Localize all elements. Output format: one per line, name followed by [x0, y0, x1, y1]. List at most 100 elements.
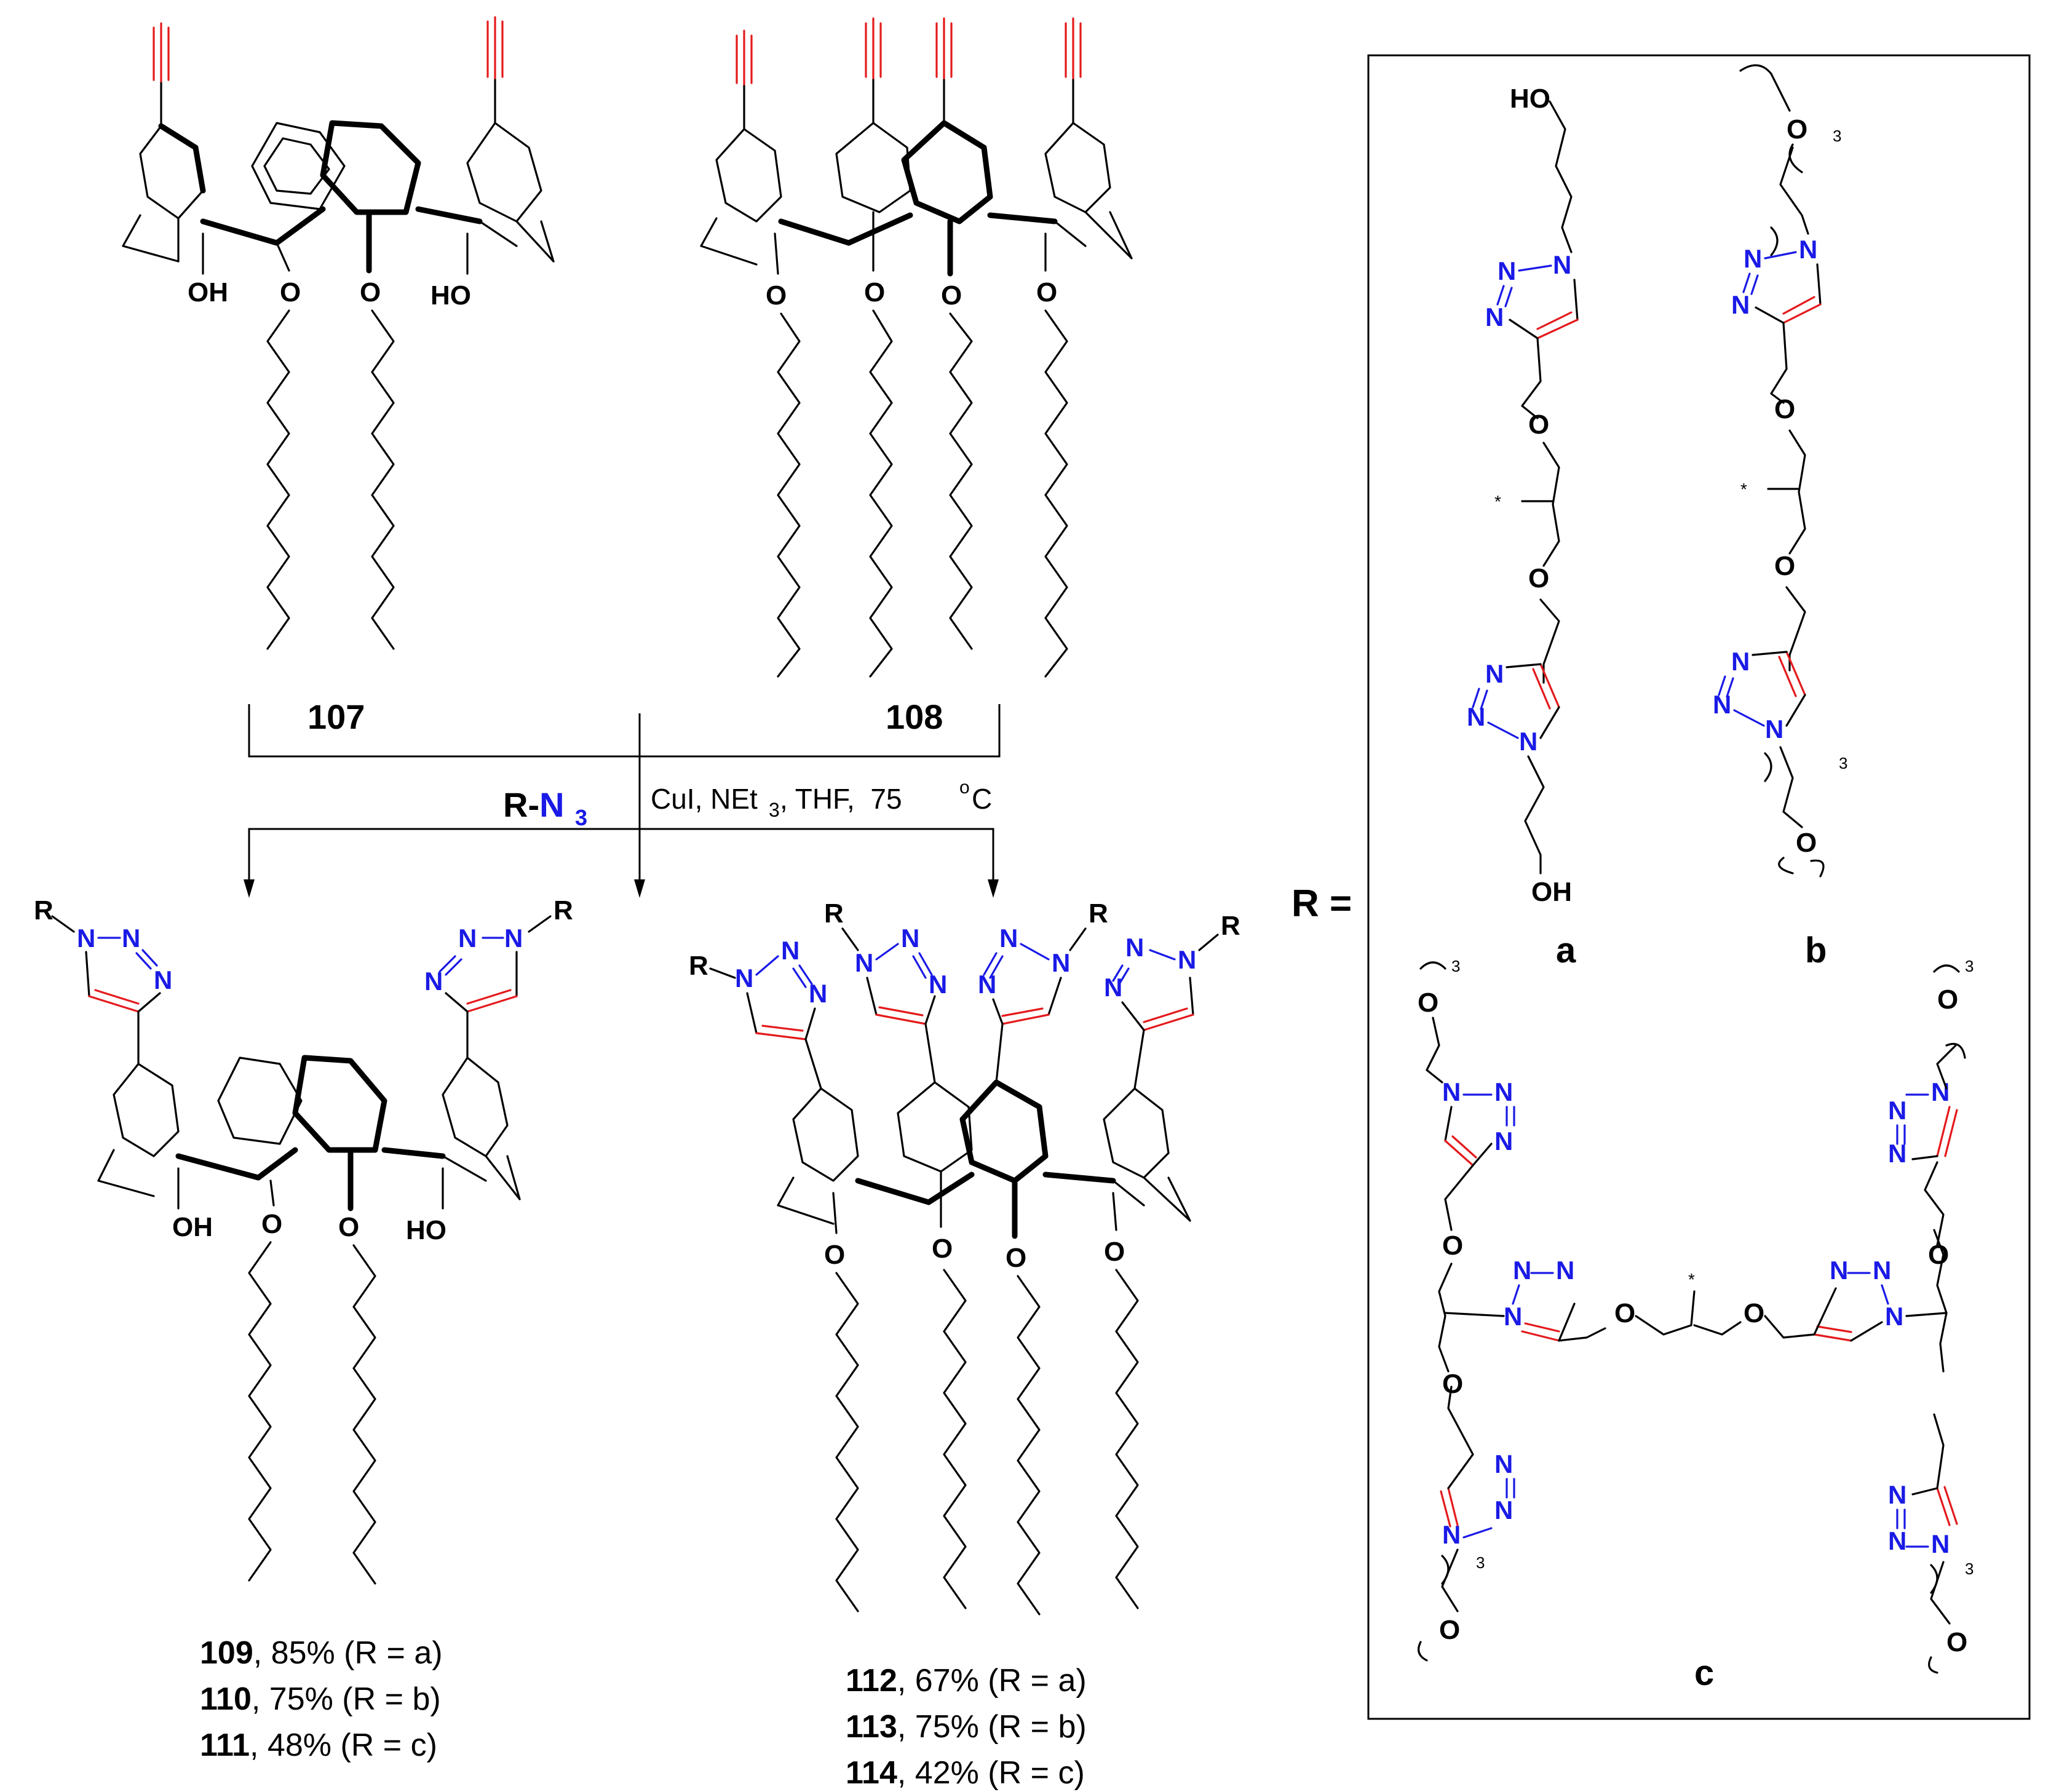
- yields-left: 109, 85% (R = a) 110, 75% (R = b) 111, 4…: [200, 1635, 443, 1763]
- svg-text:N: N: [504, 924, 523, 953]
- svg-text:3: 3: [1451, 957, 1460, 975]
- r-equals-label: R =: [1291, 882, 1352, 925]
- svg-text:R: R: [689, 951, 708, 981]
- compound-107-structure: OH HO O O: [122, 16, 555, 650]
- reaction-conditions: CuI, NEt 3 , THF, 75 o C: [651, 777, 992, 821]
- svg-text:N: N: [999, 924, 1018, 953]
- svg-text:N: N: [1442, 1077, 1461, 1106]
- svg-text:O: O: [1442, 1231, 1463, 1261]
- svg-text:N: N: [1519, 727, 1537, 756]
- svg-text:O: O: [824, 1240, 845, 1270]
- svg-text:112, 67% (R = a): 112, 67% (R = a): [846, 1663, 1087, 1699]
- svg-text:OH: OH: [1531, 877, 1572, 907]
- svg-text:O: O: [1928, 1240, 1949, 1270]
- o-label-107b: O: [360, 277, 381, 307]
- compound-108-structure: O O O O: [700, 17, 1133, 678]
- svg-text:N: N: [1125, 933, 1144, 962]
- svg-text:O: O: [1439, 1615, 1460, 1645]
- svg-text:O: O: [1614, 1298, 1635, 1328]
- svg-text:O: O: [1937, 985, 1958, 1015]
- svg-text:3: 3: [1965, 1560, 1974, 1578]
- svg-text:N: N: [1931, 1529, 1950, 1558]
- svg-text:N: N: [1504, 1302, 1522, 1331]
- svg-text:N: N: [1556, 1256, 1574, 1285]
- o-label-108a: O: [766, 280, 787, 311]
- svg-text:N: N: [1104, 973, 1122, 1002]
- svg-text:N: N: [1485, 303, 1504, 331]
- svg-text:N: N: [1931, 1077, 1950, 1106]
- svg-text:O: O: [1442, 1369, 1463, 1399]
- svg-text:O: O: [261, 1209, 282, 1239]
- svg-text:R: R: [824, 898, 844, 929]
- svg-text:3: 3: [1476, 1553, 1485, 1572]
- svg-text:N: N: [1731, 290, 1750, 319]
- svg-text:O: O: [1528, 563, 1549, 593]
- svg-text:N: N: [77, 924, 95, 953]
- o-label-108c: O: [941, 280, 962, 311]
- svg-text:O: O: [932, 1234, 953, 1264]
- product-109-111-structure: R N N N R N N N: [34, 895, 573, 1585]
- svg-text:N: N: [1888, 1526, 1906, 1555]
- r-group-c: 3 O N N N O N N N O * O N N N: [1418, 957, 1974, 1693]
- svg-text:N: N: [1494, 1077, 1513, 1106]
- alkyne-right-107: [486, 16, 504, 81]
- o-label-107a: O: [280, 277, 301, 307]
- svg-text:O: O: [1946, 1627, 1967, 1657]
- svg-text:O: O: [1774, 551, 1795, 581]
- svg-text:N: N: [1799, 235, 1817, 264]
- svg-text:O: O: [1528, 410, 1549, 440]
- svg-text:N: N: [978, 970, 996, 999]
- svg-text:O: O: [1744, 1298, 1764, 1328]
- svg-text:N: N: [1888, 1480, 1906, 1509]
- oh-label-left-107: OH: [188, 277, 228, 307]
- svg-text:N: N: [458, 924, 477, 953]
- svg-text:N: N: [901, 924, 919, 953]
- svg-text:*: *: [1494, 492, 1501, 511]
- svg-text:N: N: [1178, 945, 1196, 974]
- svg-text:*: *: [1688, 1270, 1695, 1289]
- svg-text:N: N: [1553, 250, 1571, 279]
- svg-text:N: N: [1513, 1256, 1531, 1285]
- svg-text:C: C: [972, 783, 992, 815]
- svg-text:N: N: [122, 924, 140, 953]
- svg-text:N: N: [1494, 1449, 1513, 1478]
- svg-text:N: N: [855, 948, 873, 977]
- svg-text:R: R: [1221, 911, 1240, 941]
- svg-text:N: N: [1052, 948, 1070, 977]
- svg-text:3: 3: [1965, 957, 1974, 975]
- svg-text:3: 3: [575, 805, 587, 830]
- svg-text:113, 75% (R = b): 113, 75% (R = b): [846, 1709, 1087, 1745]
- svg-text:3: 3: [1839, 754, 1847, 772]
- svg-text:, THF, 75: , THF, 75: [780, 783, 910, 815]
- svg-text:O: O: [1006, 1243, 1026, 1273]
- svg-text:O: O: [1774, 394, 1795, 424]
- r-group-b-label: b: [1805, 930, 1827, 970]
- product-112-114-structure: R N N N R N N N R N N N: [689, 898, 1240, 1616]
- svg-text:N: N: [1731, 647, 1750, 676]
- r-group-c-label: c: [1694, 1653, 1714, 1693]
- o-label-108b: O: [864, 277, 885, 307]
- o-label-108d: O: [1036, 277, 1057, 307]
- reaction-arrows: [244, 704, 1001, 898]
- svg-text:HO: HO: [1510, 84, 1550, 114]
- svg-text:110, 75% (R = b): 110, 75% (R = b): [200, 1681, 441, 1717]
- svg-text:111, 48% (R = c): 111, 48% (R = c): [200, 1727, 437, 1763]
- ho-label-right-107: HO: [430, 280, 471, 311]
- svg-text:O: O: [1104, 1237, 1125, 1267]
- svg-text:N: N: [781, 936, 799, 965]
- r-group-a: HO N N N O * O N N N OH a: [1467, 84, 1579, 970]
- svg-text:O: O: [338, 1212, 359, 1242]
- svg-text:HO: HO: [406, 1215, 446, 1245]
- svg-text:R: R: [34, 895, 54, 926]
- reagent-label: R-N 3: [503, 785, 587, 830]
- svg-text:N: N: [1485, 659, 1504, 688]
- r-group-a-label: a: [1556, 930, 1576, 970]
- svg-text:N: N: [1888, 1096, 1906, 1125]
- r-group-b: 3 O N N N O * O N N N 3 O: [1713, 64, 1847, 970]
- svg-text:N: N: [1494, 1127, 1513, 1156]
- r-group-box: [1367, 54, 2031, 1720]
- svg-text:N: N: [1873, 1256, 1891, 1285]
- svg-text:N: N: [1494, 1496, 1513, 1524]
- svg-text:o: o: [959, 777, 970, 798]
